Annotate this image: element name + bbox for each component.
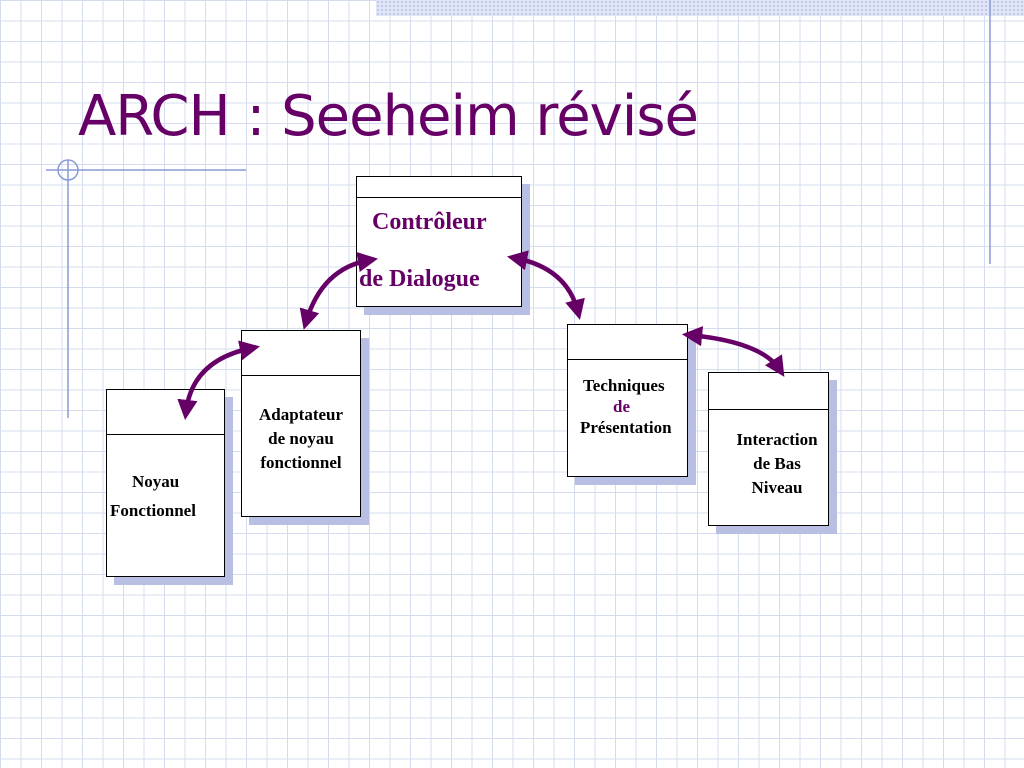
interaction-label-1: Interaction: [736, 430, 818, 449]
slide-title: ARCH : Seeheim révisé: [78, 84, 699, 149]
techniques-label-3: Présentation: [580, 418, 672, 437]
box-divider: [568, 359, 687, 360]
adaptateur-box: [241, 330, 361, 517]
box-divider: [107, 434, 224, 435]
adaptateur-label-2: de noyau: [268, 429, 334, 448]
header-band: [376, 0, 1024, 16]
interaction-label-3: Niveau: [751, 478, 803, 497]
techniques-label-2: de: [613, 397, 630, 416]
noyau-label-1: Noyau: [132, 472, 180, 491]
box-divider: [357, 197, 521, 198]
controleur-label-2: de Dialogue: [359, 266, 480, 292]
controleur-box: [356, 176, 522, 307]
interaction-label-2: de Bas: [753, 454, 801, 473]
noyau-box: [106, 389, 225, 577]
techniques-label-1: Techniques: [583, 376, 665, 395]
controleur-label-1: Contrôleur: [372, 209, 487, 235]
box-divider: [709, 409, 828, 410]
adaptateur-label-1: Adaptateur: [258, 405, 344, 424]
techniques-box: [567, 324, 688, 477]
interaction-box: [708, 372, 829, 526]
box-divider: [242, 375, 360, 376]
noyau-label-2: Fonctionnel: [110, 501, 196, 520]
adaptateur-label-3: fonctionnel: [260, 453, 342, 472]
